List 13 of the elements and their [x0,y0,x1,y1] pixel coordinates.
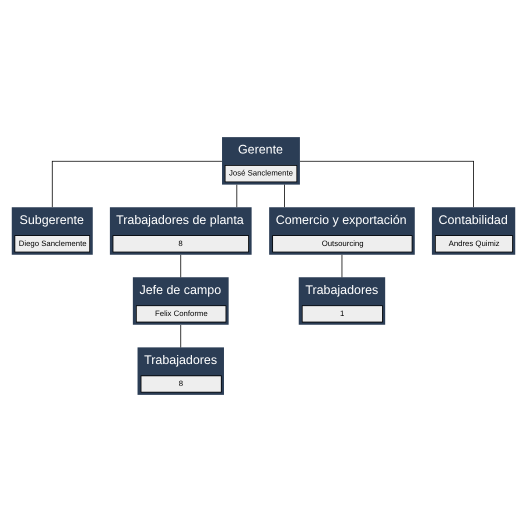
connector [52,160,222,208]
node-box: Trabajadores de planta 8 [110,206,252,254]
connector [284,184,285,208]
connector [236,184,238,208]
node-box: Jefe de campo Felix Conforme [132,276,229,324]
connector [180,324,182,348]
node-box: Trabajadores 1 [298,276,386,324]
node-box: Gerente José Sanclemente [222,136,300,184]
node-box: Contabilidad Andres Quimiz [432,206,516,254]
connector [300,160,474,208]
connector [180,254,182,278]
node-box: Subgerente Diego Sanclemente [12,206,93,254]
node-box: Comercio y exportación Outsourcing [269,206,415,254]
